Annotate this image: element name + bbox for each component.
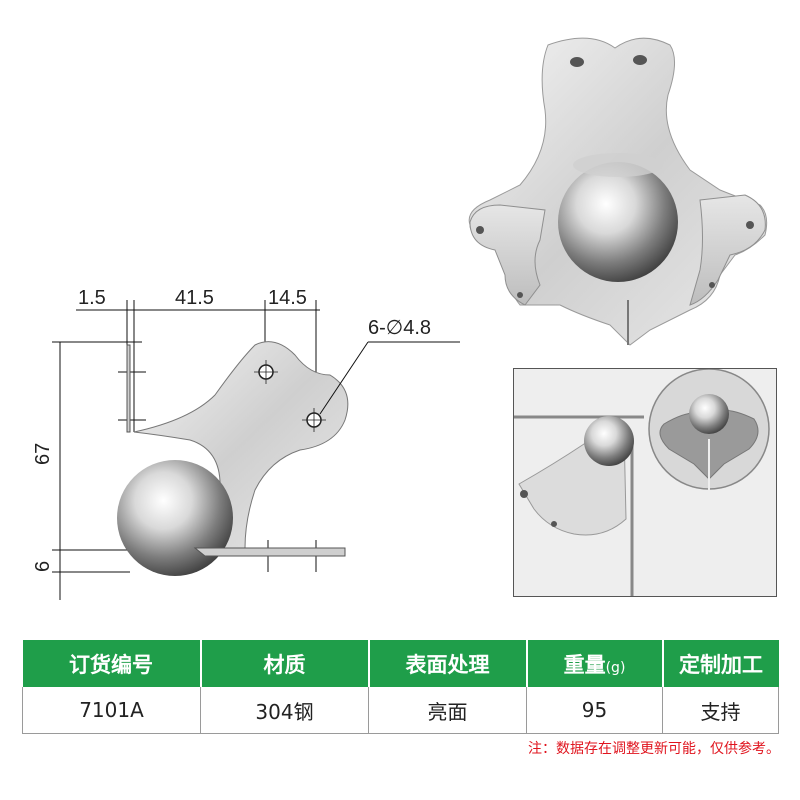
cell-surface: 亮面 xyxy=(368,687,527,734)
dim-base: 6 xyxy=(32,561,54,572)
drawing-base-flange xyxy=(193,547,346,557)
cell-order-no: 7101A xyxy=(22,687,201,734)
drawing-plate xyxy=(126,344,131,433)
cell-custom: 支持 xyxy=(662,687,779,734)
cell-weight: 95 xyxy=(526,687,663,734)
product-render xyxy=(468,37,768,346)
render-hole xyxy=(517,292,523,298)
render-hole xyxy=(476,226,484,234)
header-weight: 重量(g) xyxy=(526,640,664,687)
drawing-ball xyxy=(117,460,233,576)
dim-height: 67 xyxy=(32,443,54,465)
dim-holes: 6-∅4.8 xyxy=(368,317,431,339)
render-right-flange xyxy=(689,194,766,306)
cell-material: 304钢 xyxy=(200,687,369,734)
render-hole xyxy=(570,57,584,67)
installation-illustration xyxy=(514,369,776,596)
table-row: 7101A 304钢 亮面 95 支持 xyxy=(22,687,779,734)
technical-drawing: 1.5 41.5 14.5 6-∅4.8 67 6 xyxy=(32,37,768,600)
header-material: 材质 xyxy=(200,640,370,687)
dim-thickness: 1.5 xyxy=(78,287,106,309)
header-surface: 表面处理 xyxy=(368,640,528,687)
spec-header-row: 订货编号 材质 表面处理 重量(g) 定制加工 xyxy=(22,640,779,687)
disclaimer-note: 注：数据存在调整更新可能，仅供参考。 xyxy=(528,741,780,757)
render-hole xyxy=(746,221,754,229)
render-ball xyxy=(558,162,678,282)
dim-hole-offset: 14.5 xyxy=(268,287,307,309)
installation-photo xyxy=(513,368,777,597)
spec-table: 订货编号 材质 表面处理 重量(g) 定制加工 7101A 304钢 亮面 95… xyxy=(22,640,779,734)
header-custom: 定制加工 xyxy=(662,640,779,687)
render-left-flange xyxy=(469,204,546,306)
header-order-no: 订货编号 xyxy=(22,640,202,687)
render-hole xyxy=(709,282,715,288)
render-hole xyxy=(633,55,647,65)
dim-width: 41.5 xyxy=(175,287,214,309)
